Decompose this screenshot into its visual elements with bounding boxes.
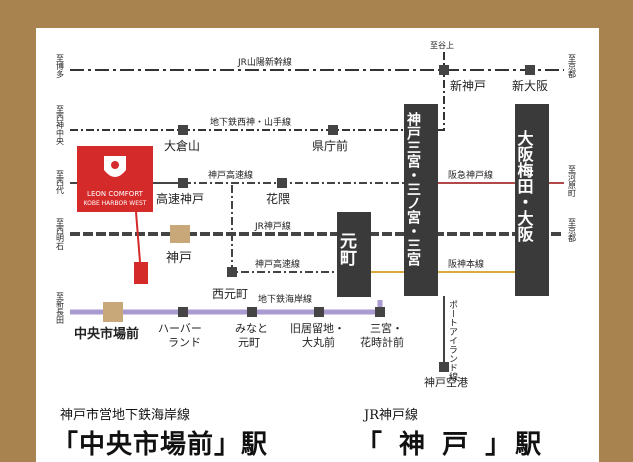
dir-shinnagata: 至新長田 [56, 292, 65, 325]
station-harborland-a: ハーバー [158, 322, 202, 335]
station-block-motomachi [337, 212, 371, 297]
station-shin-kobe: 新神戸 [450, 78, 486, 93]
dir-kawaramachi: 至河原町 [568, 165, 577, 197]
station-minato-a: みなと [235, 322, 268, 335]
station-block-sannomiya [404, 104, 438, 296]
station-kobe: 神戸 [166, 251, 192, 266]
station-kenchomae: 県庁前 [312, 138, 348, 153]
station-nishimotomachi: 西元町 [212, 287, 248, 301]
label-jr-kobe: JR神戸線 [254, 220, 291, 232]
station-sannomiya-hanadokei-b: 花時計前 [360, 335, 404, 349]
label-port-liner: ポートアイランド線 [447, 300, 458, 381]
station-sannomiya: 神戸三宮・三ノ宮・三宮 [405, 111, 421, 267]
logo-line2: KOBE HARBOR WEST [84, 200, 147, 207]
label-seishin-yamate: 地下鉄西神・山手線 [210, 116, 291, 128]
station-marker-kosoku-kobe [178, 178, 188, 188]
label-sanyo-shinkansen: JR山陽新幹線 [237, 56, 292, 68]
station-harborland-b: ランド [168, 336, 201, 349]
station-kyukyoryuchi-b: 大丸前 [302, 335, 335, 349]
dir-tanigami: 至谷上 [430, 41, 454, 50]
label-kobe-kosoku-lower: 神戸高速線 [255, 258, 300, 270]
station-minato-b: 元町 [238, 336, 260, 349]
footer-left-station: 「中央市場前」駅 [52, 430, 269, 460]
station-hanakuma: 花隈 [266, 191, 290, 206]
footer-left-line: 神戸市営地下鉄海岸線 [60, 408, 191, 423]
station-kobe-airport: 神戸空港 [424, 375, 468, 389]
station-kosoku-kobe: 高速神戸 [156, 191, 204, 206]
station-motomachi: 元町 [336, 232, 357, 267]
label-kobe-kosoku-upper: 神戸高速線 [208, 169, 253, 181]
station-kyukyoryuchi-a: 旧居留地・ [290, 322, 345, 335]
station-okurayama: 大倉山 [164, 138, 200, 153]
label-kaigan: 地下鉄海岸線 [258, 293, 312, 305]
station-marker-harborland [178, 307, 188, 317]
station-shin-osaka: 新大阪 [512, 78, 548, 93]
station-marker-shin-osaka [525, 65, 535, 75]
footer-right-line: JR神戸線 [364, 408, 418, 423]
station-osaka-umeda: 大阪梅田・大阪 [515, 129, 534, 243]
logo-crest-dot [111, 161, 119, 169]
dir-kyoto-top: 至京都 [568, 54, 577, 79]
map-panel [36, 28, 599, 462]
station-marker-nishimotomachi [227, 267, 237, 277]
property-marker [134, 262, 148, 284]
station-chuo-ichiba: 中央市場前 [74, 326, 139, 342]
station-marker-sannomiya-hanadokei [375, 307, 385, 317]
station-marker-minato-motomachi [247, 307, 257, 317]
logo-pointer [135, 211, 141, 263]
dir-hakata: 至博多 [56, 54, 65, 79]
station-marker-kenchomae [328, 125, 338, 135]
logo-line1: LEON COMFORT [87, 190, 144, 198]
station-marker-kobe [170, 225, 190, 243]
line-seishin-yamate [70, 70, 445, 131]
station-marker-chuo-ichiba [103, 302, 123, 322]
station-marker-kobe-airport [439, 362, 449, 372]
dir-nishidai: 至西代 [56, 170, 65, 195]
dir-nishiakashi: 至西明石 [56, 218, 65, 251]
footer-right-station: 「 神 戸 」駅 [356, 430, 546, 460]
station-marker-hanakuma [277, 178, 287, 188]
station-marker-okurayama [178, 125, 188, 135]
station-block-osaka-umeda [515, 104, 549, 296]
station-marker-tanigami [439, 65, 449, 75]
label-hanshin: 阪神本線 [448, 258, 484, 270]
station-marker-kyukyoryuchi [314, 307, 324, 317]
dir-kyoto-right: 至京都 [568, 218, 577, 243]
label-hankyu: 阪急神戸線 [448, 169, 493, 181]
station-sannomiya-hanadokei-a: 三宮・ [370, 321, 403, 335]
dir-nishikamiyacho: 至西神中央 [56, 105, 65, 146]
